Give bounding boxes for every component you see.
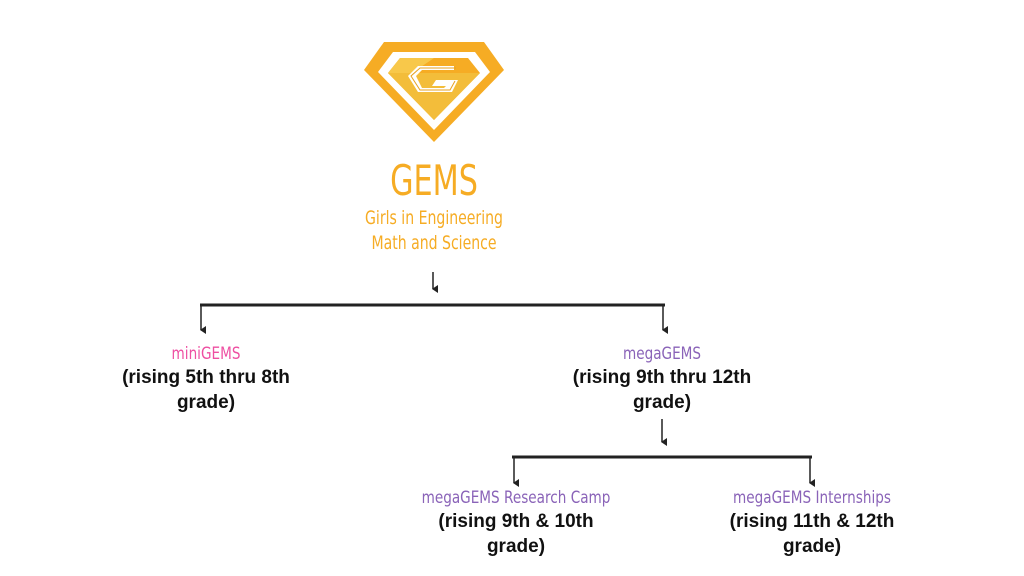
node-internships-desc-line1: (rising 11th & 12th [729,511,895,532]
node-research-camp-name: megaGEMS Research Camp [421,488,611,508]
node-minigems: miniGEMS (rising 5th thru 8th grade) [90,343,322,415]
node-megagems-desc-line2: grade) [632,392,692,413]
node-minigems-desc-line2: grade) [176,392,236,413]
brand-title: GEMS [390,156,478,205]
node-megagems-name: megaGEMS [622,344,702,364]
brand-subtitle-line1: Girls in Engineering [365,207,503,229]
node-internships: megaGEMS Internships (rising 11th & 12th… [690,487,934,559]
node-minigems-name: miniGEMS [171,344,241,364]
node-internships-name: megaGEMS Internships [733,488,891,508]
node-minigems-desc-line1: (rising 5th thru 8th [122,367,290,388]
node-research-camp-desc-line2: grade) [486,536,546,557]
node-megagems-desc-line1: (rising 9th thru 12th [572,367,752,388]
node-research-camp: megaGEMS Research Camp (rising 9th & 10t… [384,487,648,559]
node-research-camp-desc-line1: (rising 9th & 10th [438,511,594,532]
node-internships-desc-line2: grade) [782,536,842,557]
node-megagems: megaGEMS (rising 9th thru 12th grade) [542,343,782,415]
brand-subtitle-line2: Math and Science [371,232,497,254]
gem-g-logo-icon [364,42,504,142]
